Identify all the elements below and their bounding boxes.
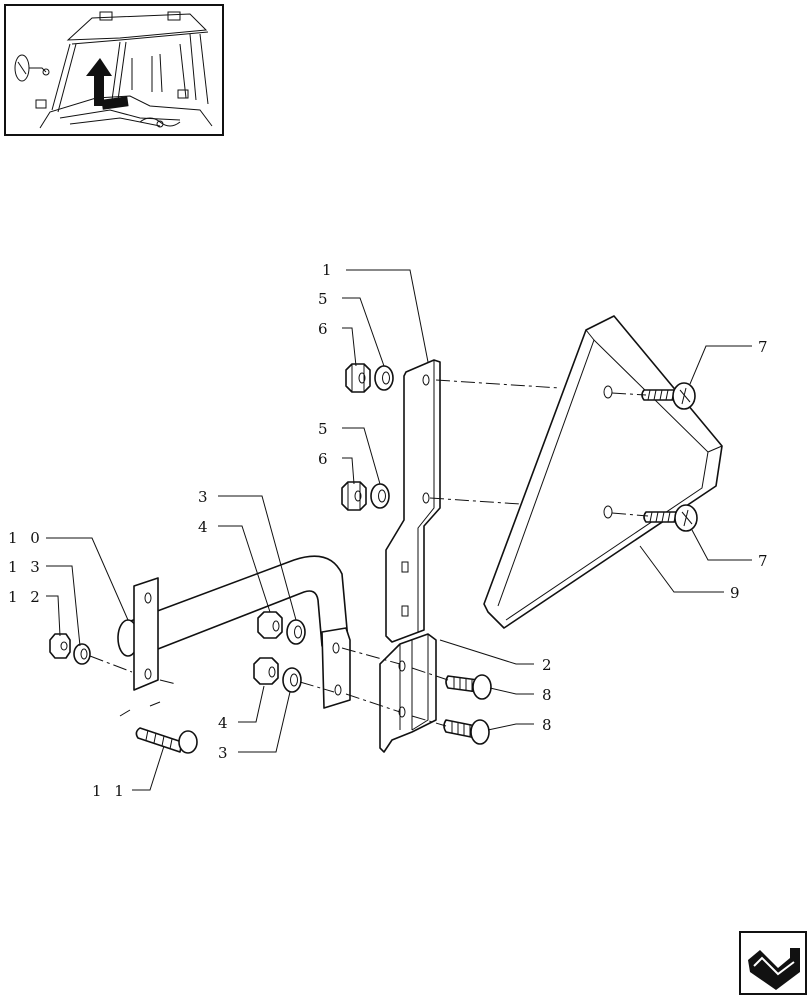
support-channel bbox=[379, 633, 437, 753]
callout-5b: 5 bbox=[318, 420, 332, 438]
callout-6a: 6 bbox=[318, 320, 332, 338]
nut-center-upper bbox=[257, 611, 283, 639]
callout-6b: 6 bbox=[318, 450, 332, 468]
support-arm-tube bbox=[117, 555, 351, 709]
callout-8a: 8 bbox=[542, 686, 556, 704]
callout-5a: 5 bbox=[318, 290, 332, 308]
callout-4a: 4 bbox=[198, 518, 212, 536]
next-page-arrow-icon[interactable] bbox=[739, 931, 807, 995]
callout-8b: 8 bbox=[542, 716, 556, 734]
screw-lower bbox=[643, 504, 698, 532]
triangle-reflector-plate bbox=[483, 315, 723, 629]
nut-center-lower bbox=[253, 657, 279, 685]
callout-3a: 3 bbox=[198, 488, 212, 506]
bolt-11 bbox=[135, 727, 198, 754]
callout-13: 1 3 bbox=[8, 558, 44, 576]
mounting-bracket bbox=[385, 359, 441, 643]
callout-1: 1 bbox=[322, 261, 336, 279]
washer-upper bbox=[374, 365, 394, 391]
callout-3b: 3 bbox=[218, 744, 232, 762]
nut-upper bbox=[345, 363, 371, 393]
washer-center-upper bbox=[286, 619, 306, 645]
screw-upper bbox=[641, 382, 696, 410]
callout-7a: 7 bbox=[758, 338, 772, 356]
callout-9: 9 bbox=[730, 584, 744, 602]
washer-middle bbox=[370, 483, 390, 509]
callout-12: 1 2 bbox=[8, 588, 44, 606]
callout-labels: 1 5 6 5 6 3 4 1 0 1 3 1 2 4 3 1 1 7 7 9 … bbox=[8, 261, 772, 800]
bolt-8-lower bbox=[443, 719, 490, 745]
leader-lines bbox=[46, 269, 752, 791]
callout-7b: 7 bbox=[758, 552, 772, 570]
callout-10: 1 0 bbox=[8, 529, 44, 547]
nut-middle bbox=[341, 481, 367, 511]
assembly-centerlines bbox=[89, 379, 649, 727]
tractor-cab-thumbnail-icon[interactable] bbox=[4, 4, 224, 136]
washer-center-lower bbox=[282, 667, 302, 693]
bolt-8-upper bbox=[445, 674, 492, 700]
washer-left bbox=[73, 643, 91, 665]
callout-11: 1 1 bbox=[92, 782, 128, 800]
callout-2: 2 bbox=[542, 656, 556, 674]
callout-4b: 4 bbox=[218, 714, 232, 732]
nut-left bbox=[49, 633, 71, 659]
